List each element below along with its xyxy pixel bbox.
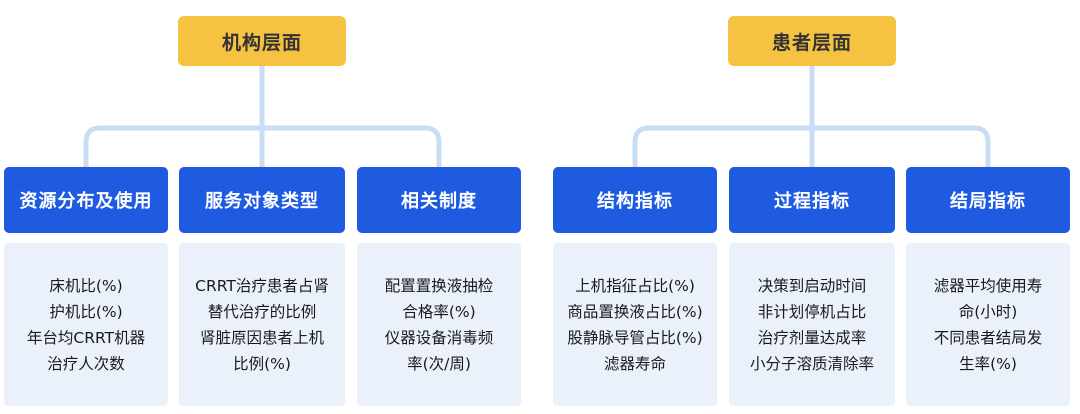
leaf-item: CRRT治疗患者占肾 xyxy=(195,276,329,295)
leaf-item: 替代治疗的比例 xyxy=(207,302,317,321)
leaf-item: 小分子溶质清除率 xyxy=(749,354,874,373)
leaf-box-process: 决策到启动时间 非计划停机占比 治疗剂量达成率 小分子溶质清除率 xyxy=(729,243,895,406)
leaf-box-outcome: 滤器平均使用寿 命(小时) 不同患者结局发 生率(%) xyxy=(906,243,1070,406)
category-process: 过程指标 xyxy=(729,167,895,233)
category-structure: 结构指标 xyxy=(553,167,717,233)
leaf-box-resource: 床机比(%) 护机比(%) 年台均CRRT机器 治疗人次数 xyxy=(4,243,168,406)
leaf-item: 股静脉导管占比(%) xyxy=(567,328,703,347)
leaf-item: 生率(%) xyxy=(959,354,1017,373)
leaf-item: 上机指征占比(%) xyxy=(575,276,695,295)
connector-group-institution xyxy=(83,66,442,167)
leaf-item: 商品置换液占比(%) xyxy=(567,302,703,321)
category-resource: 资源分布及使用 xyxy=(4,167,168,233)
leaf-box-structure: 上机指征占比(%) 商品置换液占比(%) 股静脉导管占比(%) 滤器寿命 xyxy=(553,243,717,406)
leaf-box-related-policy: 配置置换液抽检 合格率(%) 仪器设备消毒频 率(次/周) xyxy=(357,243,521,406)
leaf-item: 治疗人次数 xyxy=(47,354,125,373)
category-related-policy: 相关制度 xyxy=(357,167,521,233)
connector-group-patient xyxy=(632,66,991,167)
leaf-item: 合格率(%) xyxy=(402,302,476,321)
leaf-item: 护机比(%) xyxy=(49,302,123,321)
leaf-item: 比例(%) xyxy=(233,354,291,373)
leaf-item: 不同患者结局发 xyxy=(933,328,1043,347)
group-title-patient: 患者层面 xyxy=(728,16,896,66)
leaf-item: 年台均CRRT机器 xyxy=(26,328,146,347)
leaf-item: 滤器平均使用寿 xyxy=(933,276,1043,295)
leaf-item: 肾脏原因患者上机 xyxy=(199,328,324,347)
group-title-institution: 机构层面 xyxy=(178,16,346,66)
category-service-target: 服务对象类型 xyxy=(179,167,345,233)
leaf-item: 非计划停机占比 xyxy=(757,302,867,321)
leaf-item: 率(次/周) xyxy=(407,354,471,373)
category-outcome: 结局指标 xyxy=(906,167,1070,233)
leaf-item: 决策到启动时间 xyxy=(757,276,867,295)
leaf-item: 滤器寿命 xyxy=(603,354,666,373)
leaf-item: 床机比(%) xyxy=(49,276,123,295)
leaf-item: 配置置换液抽检 xyxy=(384,276,494,295)
leaf-item: 治疗剂量达成率 xyxy=(757,328,867,347)
leaf-item: 仪器设备消毒频 xyxy=(384,328,494,347)
leaf-box-service-target: CRRT治疗患者占肾 替代治疗的比例 肾脏原因患者上机 比例(%) xyxy=(179,243,345,406)
leaf-item: 命(小时) xyxy=(958,302,1018,321)
